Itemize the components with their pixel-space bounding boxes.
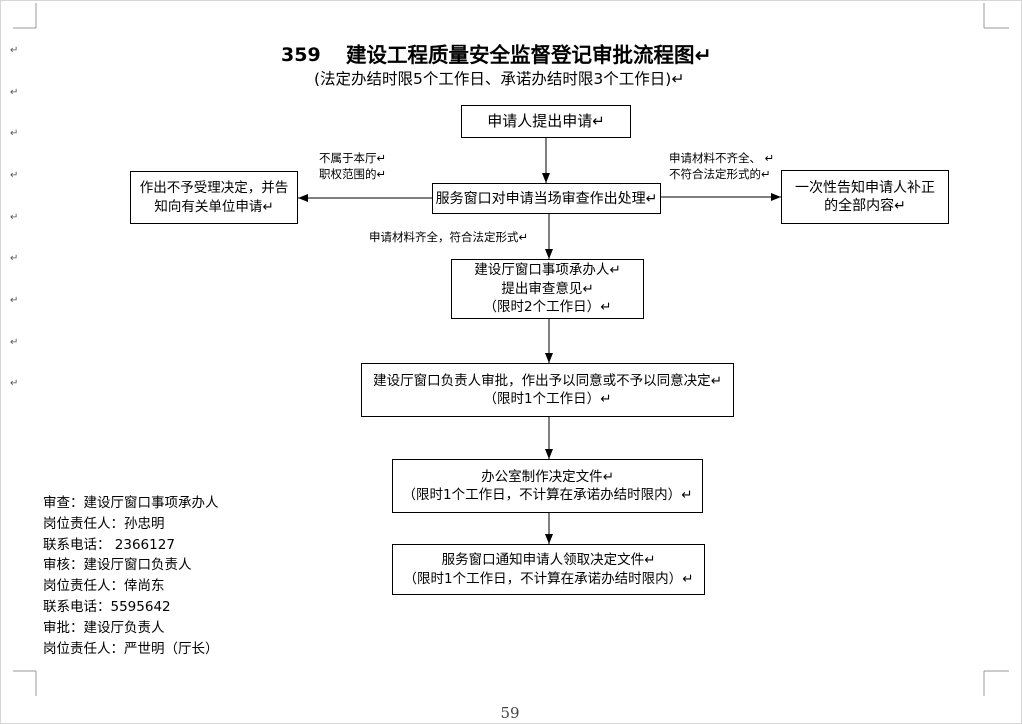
- paragraph-mark: ↵: [10, 337, 19, 348]
- paragraph-mark: ↵: [10, 128, 19, 139]
- step-notify-line: 服务窗口通知申请人领取决定文件↵: [441, 552, 656, 568]
- crop-mark-bottom-right: [983, 670, 1009, 696]
- step-document-line: 办公室制作决定文件↵: [481, 468, 614, 485]
- step-reject-line: 知向有关单位申请↵: [154, 198, 274, 215]
- responsibility-line: 审核：建设厅窗口负责人: [43, 557, 192, 574]
- paragraph-mark: ↵: [10, 253, 19, 264]
- edge-label-out-of-scope: 不属于本厅↵ 职权范围的↵: [319, 150, 386, 182]
- step-opinion-line: 建设厅窗口事项承办人↵: [474, 262, 621, 279]
- paragraph-mark: ↵: [10, 295, 19, 306]
- step-document-box: 办公室制作决定文件↵ （限时1个工作日，不计算在承诺办结时限内）↵: [392, 459, 703, 513]
- step-reject-box: 作出不予受理决定，并告 知向有关单位申请↵: [130, 171, 298, 224]
- edge-label-line: 职权范围的↵: [319, 167, 387, 181]
- responsibility-line: 岗位责任人：严世明（厅长）: [43, 640, 219, 657]
- page-title: 建设工程质量安全监督登记审批流程图↵: [346, 43, 712, 67]
- step-notify-box: 服务窗口通知申请人领取决定文件↵ （限时1个工作日，不计算在承诺办结时限内）↵: [392, 544, 705, 595]
- step-approve-line: （限时1个工作日）↵: [483, 391, 612, 407]
- step-notify-line: （限时1个工作日，不计算在承诺办结时限内）↵: [403, 570, 694, 587]
- edge-label-line: 申请材料不齐全、 ↵: [669, 151, 775, 165]
- step-approve-box: 建设厅窗口负责人审批，作出予以同意或不予以同意决定↵ （限时1个工作日）↵: [361, 363, 734, 417]
- page-subtitle: (法定办结时限5个工作日、承诺办结时限3个工作日)↵: [314, 70, 685, 88]
- responsibility-line: 岗位责任人：孙忠明: [43, 515, 165, 532]
- responsibility-line: 联系电话： 2366127: [43, 536, 175, 553]
- step-apply-text: 申请人提出申请↵: [487, 112, 605, 130]
- step-approve-line: 建设厅窗口负责人审批，作出予以同意或不予以同意决定↵: [373, 372, 722, 389]
- crop-mark-top-right: [983, 3, 1009, 29]
- responsibility-line: 审批：建设厅负责人: [43, 619, 165, 636]
- paragraph-mark: ↵: [10, 378, 19, 389]
- step-review-text: 服务窗口对申请当场审查作出处理↵: [435, 190, 658, 207]
- step-apply-box: 申请人提出申请↵: [461, 105, 631, 138]
- step-reject-line: 作出不予受理决定，并告: [139, 180, 289, 196]
- edge-label-line: 不符合法定形式的↵: [669, 167, 771, 181]
- paragraph-mark: ↵: [10, 212, 19, 223]
- step-supplement-line: 的全部内容↵: [824, 198, 906, 214]
- step-opinion-line: （限时2个工作日）↵: [483, 299, 612, 316]
- responsibility-line: 审查：建设厅窗口事项承办人: [43, 495, 219, 511]
- edge-label-line: 申请材料齐全，符合法定形式↵: [369, 230, 529, 244]
- step-opinion-box: 建设厅窗口事项承办人↵ 提出审查意见↵ （限时2个工作日）↵: [451, 259, 644, 319]
- title-number: 359: [281, 44, 321, 66]
- step-review-box: 服务窗口对申请当场审查作出处理↵: [432, 183, 661, 214]
- step-document-line: （限时1个工作日，不计算在承诺办结时限内）↵: [402, 487, 693, 503]
- edge-label-incomplete: 申请材料不齐全、 ↵ 不符合法定形式的↵: [669, 150, 774, 182]
- edge-label-line: 不属于本厅↵: [319, 151, 387, 165]
- step-supplement-box: 一次性告知申请人补正 的全部内容↵: [781, 170, 949, 224]
- paragraph-mark: ↵: [10, 45, 19, 56]
- step-supplement-line: 一次性告知申请人补正: [795, 180, 935, 196]
- responsibility-block: 审查：建设厅窗口事项承办人 岗位责任人：孙忠明 联系电话： 2366127 审核…: [43, 493, 219, 659]
- paragraph-mark: ↵: [10, 87, 19, 98]
- responsibility-line: 联系电话：5595642: [43, 598, 171, 615]
- page-number: 59: [500, 704, 520, 722]
- edge-label-complete: 申请材料齐全，符合法定形式↵: [369, 229, 528, 245]
- crop-mark-bottom-left: [13, 670, 37, 696]
- step-opinion-line: 提出审查意见↵: [501, 280, 594, 297]
- responsibility-line: 岗位责任人：倖尚东: [43, 578, 165, 595]
- paragraph-mark: ↵: [10, 170, 19, 181]
- crop-mark-top-left: [13, 3, 37, 29]
